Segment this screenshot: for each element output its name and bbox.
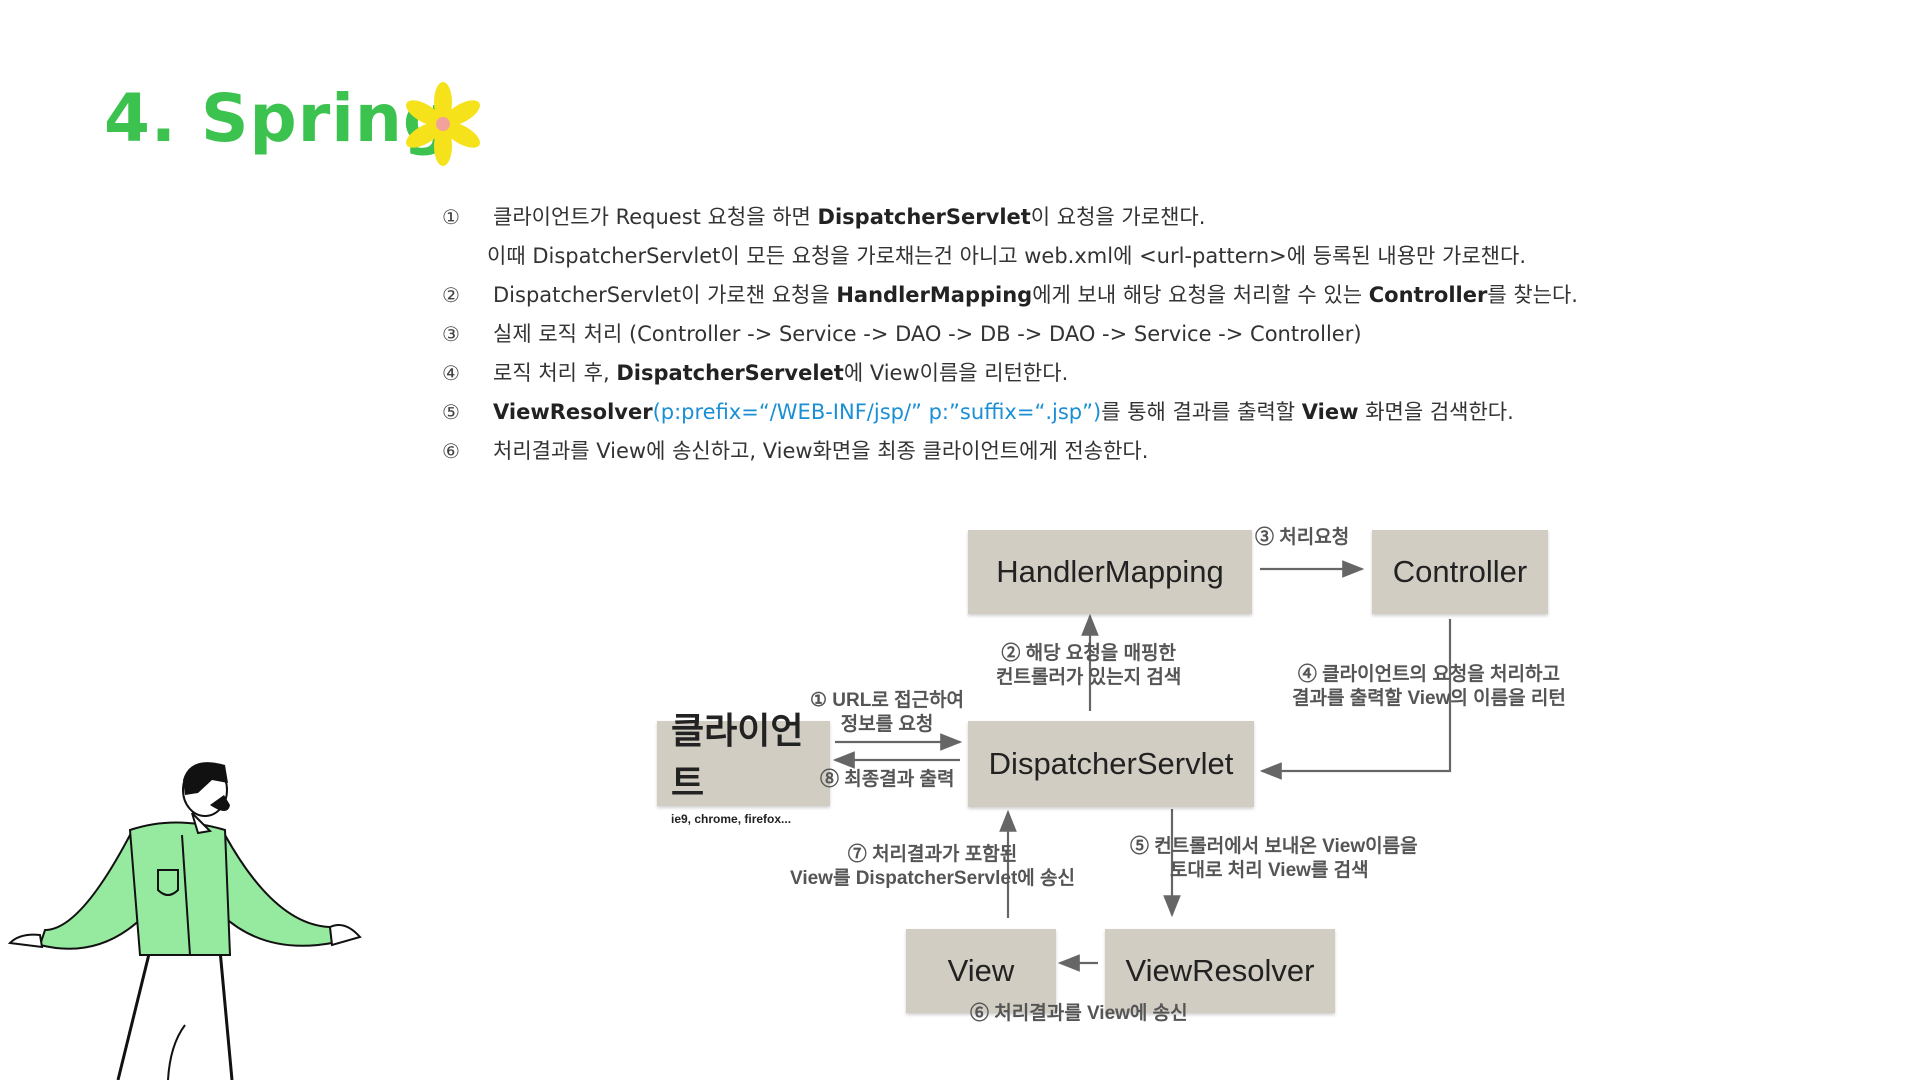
view-resolver-box: ViewResolver xyxy=(1105,929,1335,1013)
label-step-2-line2: 컨트롤러가 있는지 검색 xyxy=(996,667,1182,688)
step-text-segment: 이때 DispatcherServlet이 모든 요청을 가로채는건 아니고 w… xyxy=(487,244,1527,268)
step-text-segment: 로직 처리 후, xyxy=(493,361,617,385)
label-step-5: ⑤ 컨트롤러에서 보내온 View이름을 토대로 처리 View를 검색 xyxy=(1130,835,1418,883)
step-text-segment: 이 요청을 가로챈다. xyxy=(1030,205,1206,229)
label-step-1: ① URL로 접근하여 정보를 요청 xyxy=(810,689,964,737)
label-step-8: ⑧ 최종결과 출력 xyxy=(820,769,955,790)
step-item: ③ 실제 로직 처리 (Controller -> Service -> DAO … xyxy=(438,315,1738,354)
step-text: 이때 DispatcherServlet이 모든 요청을 가로채는건 아니고 w… xyxy=(487,237,1526,276)
dispatcher-servlet-box: DispatcherServlet xyxy=(968,721,1254,807)
step-text-segment: DispatcherServelet xyxy=(616,361,844,385)
label-step-5-line1: ⑤ 컨트롤러에서 보내온 View이름을 xyxy=(1130,836,1418,857)
flower-icon xyxy=(406,82,480,166)
label-step-4: ④ 클라이언트의 요청을 처리하고 결과를 출력할 View의 이름을 리턴 xyxy=(1292,663,1566,711)
step-number: ① xyxy=(442,205,460,229)
step-text-segment: HandlerMapping xyxy=(836,283,1033,307)
step-text-segment: (p:prefix=“/WEB-INF/jsp/” p:”suffix=“.js… xyxy=(652,400,1102,424)
step-number: ③ xyxy=(442,322,460,346)
step-text-segment: DispatcherServlet이 가로챈 요청을 xyxy=(493,283,837,307)
view-label: View xyxy=(947,953,1015,988)
dispatcher-servlet-label: DispatcherServlet xyxy=(988,746,1234,781)
flow-arrows xyxy=(832,560,1452,972)
label-step-7-line2: View를 DispatcherServlet에 송신 xyxy=(790,868,1076,889)
view-resolver-label: ViewResolver xyxy=(1125,953,1315,988)
step-text-segment: 처리결과를 View에 송신하고, View화면을 최종 클라이언트에게 전송한… xyxy=(493,439,1149,463)
client-label: 클라이언트 xyxy=(671,709,804,803)
step-number: ④ xyxy=(442,361,460,385)
arrow-4 xyxy=(1259,619,1452,780)
step-text: 처리결과를 View에 송신하고, View화면을 최종 클라이언트에게 전송한… xyxy=(493,432,1148,471)
view-box: View xyxy=(906,929,1056,1013)
controller-label: Controller xyxy=(1392,554,1528,589)
step-text: 실제 로직 처리 (Controller -> Service -> DAO -… xyxy=(493,315,1362,354)
label-step-4-line2: 결과를 출력할 View의 이름을 리턴 xyxy=(1292,688,1566,709)
label-step-3: ③ 처리요청 xyxy=(1255,527,1350,548)
step-text-segment: 실제 로직 처리 (Controller -> Service -> DAO -… xyxy=(493,322,1362,346)
step-item: ④ 로직 처리 후, DispatcherServelet에 View이름을 리턴… xyxy=(438,354,1738,393)
step-text-segment: 에게 보내 해당 요청을 처리할 수 있는 xyxy=(1032,283,1369,307)
step-item: ① 클라이언트가 Request 요청을 하면 DispatcherServlet… xyxy=(438,198,1738,237)
label-step-7: ⑦ 처리결과가 포함된 View를 DispatcherServlet에 송신 xyxy=(790,843,1075,891)
step-text-segment: 를 찾는다. xyxy=(1487,283,1578,307)
label-step-6: ⑥ 처리결과를 View에 송신 xyxy=(970,1003,1188,1024)
label-step-2: ② 해당 요청을 매핑한 컨트롤러가 있는지 검색 xyxy=(996,642,1181,690)
step-text-segment: DispatcherServlet xyxy=(817,205,1031,229)
label-step-1-line1: ① URL로 접근하여 xyxy=(810,690,965,711)
step-text-segment: Controller xyxy=(1368,283,1488,307)
client-box: 클라이언트 ie9, chrome, firefox... xyxy=(657,710,830,826)
step-text: 로직 처리 후, DispatcherServelet에 View이름을 리턴한… xyxy=(493,354,1068,393)
person-illustration xyxy=(7,762,362,1080)
step-text-segment: 화면을 검색한다. xyxy=(1358,400,1514,424)
step-item: ⑥ 처리결과를 View에 송신하고, View화면을 최종 클라이언트에게 전송… xyxy=(438,432,1738,471)
step-number: ⑥ xyxy=(442,439,460,463)
step-text-segment: ViewResolver xyxy=(493,400,653,424)
label-step-2-line1: ② 해당 요청을 매핑한 xyxy=(1001,643,1177,664)
label-step-4-line1: ④ 클라이언트의 요청을 처리하고 xyxy=(1297,664,1560,685)
controller-box: Controller xyxy=(1372,530,1548,614)
step-number: ② xyxy=(442,283,460,307)
step-text-segment: 를 통해 결과를 출력할 xyxy=(1101,400,1302,424)
step-text: 클라이언트가 Request 요청을 하면 DispatcherServlet이… xyxy=(493,198,1205,237)
handler-mapping-box: HandlerMapping xyxy=(968,530,1252,614)
step-text-segment: View xyxy=(1301,400,1359,424)
step-text-segment: 에 View이름을 리턴한다. xyxy=(843,361,1069,385)
step-item: 이때 DispatcherServlet이 모든 요청을 가로채는건 아니고 w… xyxy=(438,237,1738,276)
step-item: ② DispatcherServlet이 가로챈 요청을 HandlerMappi… xyxy=(438,276,1738,315)
handler-mapping-label: HandlerMapping xyxy=(996,554,1224,589)
step-text: DispatcherServlet이 가로챈 요청을 HandlerMappin… xyxy=(493,276,1578,315)
step-number: ⑤ xyxy=(442,400,460,424)
slide-title: 4. Spring xyxy=(104,80,452,157)
client-browsers: ie9, chrome, firefox... xyxy=(671,811,792,826)
step-text: ViewResolver(p:prefix=“/WEB-INF/jsp/” p:… xyxy=(493,393,1514,432)
step-item: ⑤ ViewResolver(p:prefix=“/WEB-INF/jsp/” p… xyxy=(438,393,1738,432)
step-list: ① 클라이언트가 Request 요청을 하면 DispatcherServlet… xyxy=(438,198,1738,471)
label-step-1-line2: 정보를 요청 xyxy=(840,714,934,735)
step-text-segment: 클라이언트가 Request 요청을 하면 xyxy=(493,205,818,229)
label-step-7-line1: ⑦ 처리결과가 포함된 xyxy=(847,844,1018,865)
label-step-5-line2: 토대로 처리 View를 검색 xyxy=(1170,860,1369,881)
